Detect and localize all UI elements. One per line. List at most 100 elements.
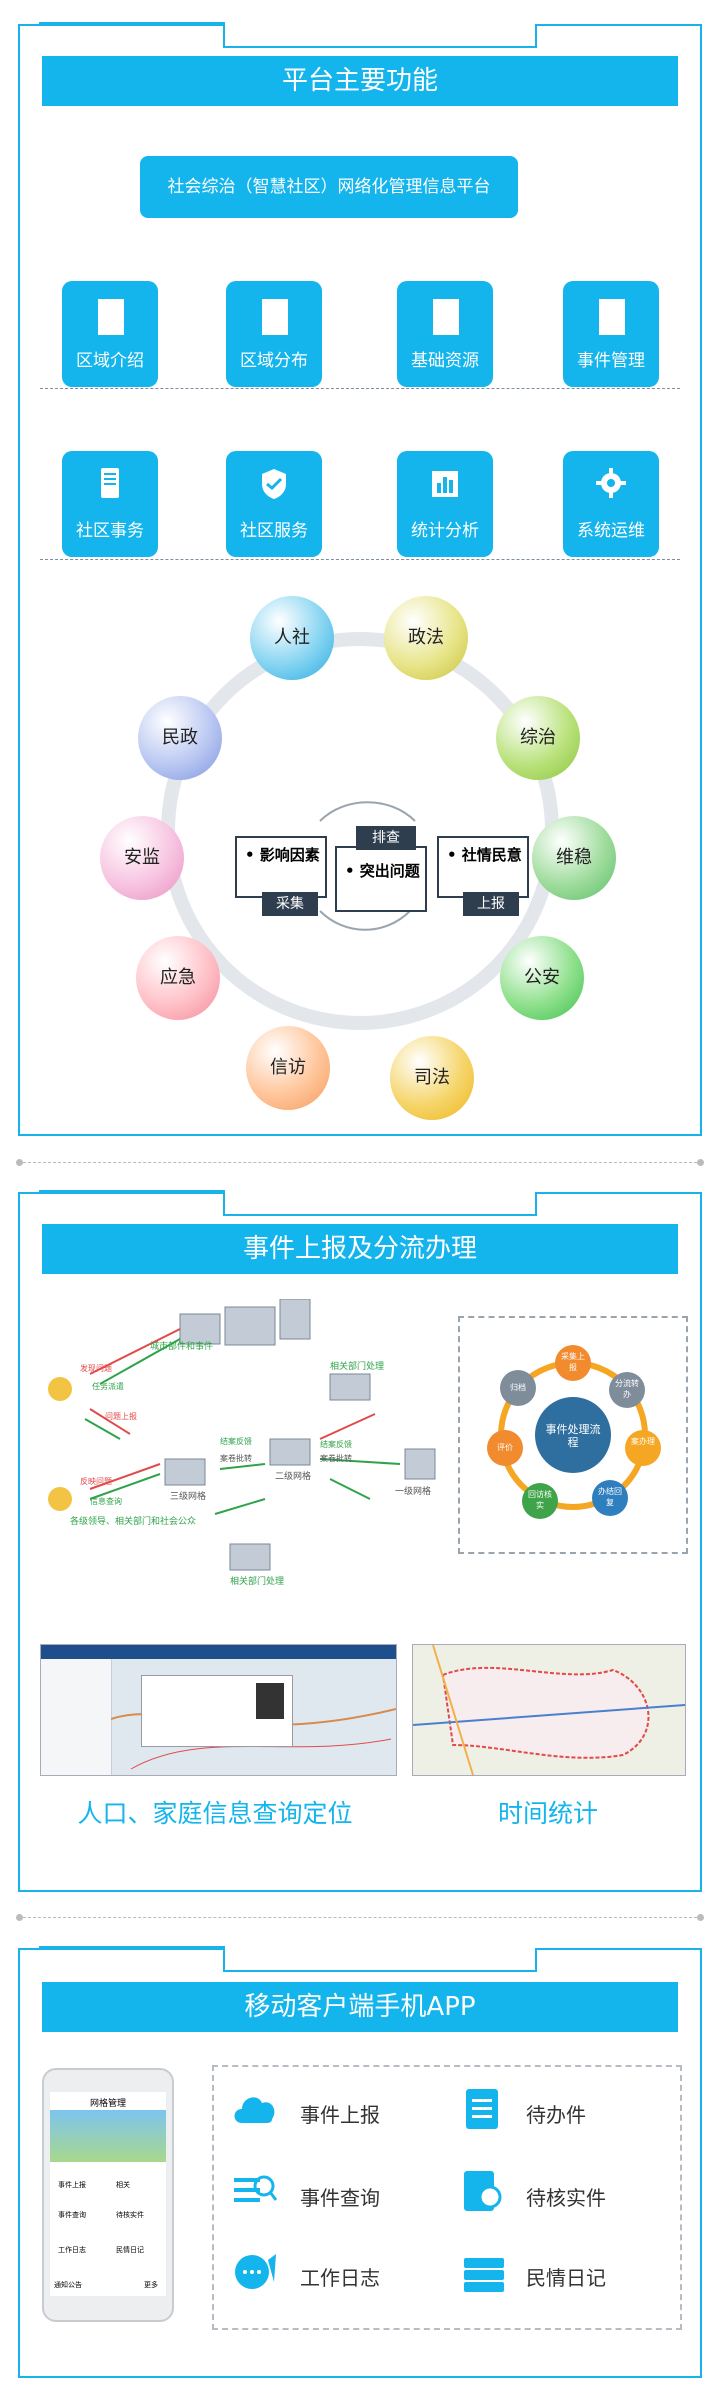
section-separator [16,1159,704,1166]
tile-event-management[interactable]: 事件管理 [563,281,659,387]
flow-label-lvl3: 三级网格 [170,1490,206,1502]
feature-diary[interactable]: 民情日记 [526,2266,606,2290]
cycle-node: 评价 [497,1443,513,1452]
phone-menu-item[interactable]: 相关 [116,2181,130,2189]
ring-node-weiwen: 维稳 [532,816,616,900]
info-query-screenshot[interactable] [40,1644,397,1776]
ring-node-sifa: 司法 [390,1036,474,1120]
caption-info-query: 人口、家庭信息查询定位 [77,1799,353,1828]
phone-footer-right[interactable]: 更多 [144,2281,158,2289]
certificate-icon [464,2171,502,2211]
factor-box-right: • 社情民意 [437,836,529,898]
flow-arrow-label: 任务派遣 [92,1381,124,1391]
phone-header: 网格管理 [89,2099,126,2109]
phone-menu-item[interactable]: 事件查询 [58,2211,86,2219]
ring-node-zhengfa: 政法 [384,596,468,680]
phone-banner-image [50,2110,166,2162]
document-icon [98,299,124,335]
document-icon [262,299,288,335]
event-report-section: 事件上报及分流办理 城市部件和事件 相关部门处理 一级网格 二级网格 三级网格 … [18,1190,702,1892]
section-title: 移动客户端手机APP [42,1982,678,2032]
flow-label-lvl2: 二级网格 [275,1470,311,1482]
ring-node-renshe: 人社 [250,596,334,680]
ring-node-gongan: 公安 [500,936,584,1020]
divider [40,559,680,560]
feature-verify[interactable]: 待核实件 [526,2186,606,2210]
time-stats-map[interactable] [412,1644,686,1776]
shield-handshake-icon [262,469,286,499]
factor-right-text: • 社情民意 [447,846,522,864]
platform-subtitle: 社会综治（智慧社区）网络化管理信息平台 [140,156,518,218]
flow-arrow-label: 反映问题 [80,1476,112,1486]
section-title: 事件上报及分流办理 [42,1224,678,1274]
bar-chart-icon [432,471,458,497]
chat-icon [235,2254,276,2289]
document-icon [599,299,625,335]
cycle-node: 采集上报 [561,1352,585,1372]
tile-system-ops[interactable]: 系统运维 [563,451,659,557]
phone-mockup: 网格管理 事件上报 相关 事件查询 待核实件 工作日志 民情日记 通知公告 更多 [42,2068,174,2322]
mobile-app-section: 移动客户端手机APP 网格管理 事件上报 相关 事件查询 待核实件 工作日志 民… [18,1946,702,2378]
feature-work-log[interactable]: 工作日志 [300,2266,380,2290]
tile-basic-resources[interactable]: 基础资源 [397,281,493,387]
books-icon [464,2258,504,2292]
ring-node-yingji: 应急 [136,936,220,1020]
flow-arrow-label: 案卷批转 [220,1453,252,1463]
flow-arrow-label: 结案反馈 [320,1439,352,1449]
feature-event-query[interactable]: 事件查询 [300,2186,380,2210]
phone-menu-item[interactable]: 事件上报 [58,2181,86,2189]
tile-area-intro[interactable]: 区域介绍 [62,281,158,387]
cycle-node: 归档 [510,1383,526,1392]
ring-node-zongzhi: 综治 [496,696,580,780]
cycle-node: 办结回复 [598,1487,622,1507]
process-cycle-box: 事件处理流程 采集上报 分流转办 案办理 办结回复 回访核实 评价 归档 [458,1316,688,1554]
factor-left-text: • 影响因素 [245,846,320,864]
search-list-icon [234,2175,278,2202]
cycle-node: 案办理 [631,1437,655,1446]
cloud-icon [234,2097,275,2123]
cycle-node: 回访核实 [528,1490,552,1510]
tag-collect: 采集 [262,892,318,916]
phone-menu-item[interactable]: 民情日记 [116,2246,144,2254]
flow-arrow-label: 问题上报 [105,1411,137,1421]
tile-community-service[interactable]: 社区服务 [226,451,322,557]
platform-functions-section: 平台主要功能 社会综治（智慧社区）网络化管理信息平台 区域介绍 区域分布 基础资… [18,22,702,1136]
gear-icon [596,468,626,498]
section-tab [39,1190,537,1216]
flow-arrow-label: 发现问题 [80,1363,112,1373]
tile-statistics[interactable]: 统计分析 [397,451,493,557]
factor-box-left: • 影响因素 [235,836,327,898]
section-tab [39,22,537,48]
feature-pending[interactable]: 待办件 [526,2103,586,2127]
section-title: 平台主要功能 [42,56,678,106]
phone-doc-icon [101,468,119,498]
flow-label-dept-bottom: 相关部门处理 [230,1575,284,1587]
section-separator [16,1914,704,1921]
list-doc-icon [466,2089,498,2129]
flow-arrow-label: 信息查询 [90,1496,122,1506]
phone-menu-item[interactable]: 工作日志 [58,2246,86,2254]
ring-node-anjian: 安监 [100,816,184,900]
factor-box-middle: • 突出问题 [335,846,427,912]
document-icon [433,299,459,335]
ring-node-xinfang: 信访 [246,1026,330,1110]
factor-middle-text: • 突出问题 [345,862,420,880]
flow-label-lvl1: 一级网格 [395,1485,431,1497]
ring-node-minzheng: 民政 [138,696,222,780]
flow-diagram: 城市部件和事件 相关部门处理 一级网格 二级网格 三级网格 相关部门处理 各级领… [48,1299,436,1587]
tag-report: 上报 [463,892,519,916]
feature-event-report[interactable]: 事件上报 [300,2103,380,2127]
flow-label-city: 城市部件和事件 [150,1340,213,1352]
caption-time-stats: 时间统计 [497,1799,598,1828]
tile-area-distribution[interactable]: 区域分布 [226,281,322,387]
phone-menu-item[interactable]: 待核实件 [116,2211,144,2219]
cycle-arrows [319,801,416,931]
flow-arrow-label: 结案反馈 [220,1436,252,1446]
divider [40,388,680,389]
process-cycle [487,1345,661,1519]
phone-footer-left[interactable]: 通知公告 [54,2281,82,2289]
tile-community-affairs[interactable]: 社区事务 [62,451,158,557]
tag-investigate: 排查 [356,826,416,850]
cycle-center-label: 事件处理流程 [545,1423,601,1449]
section-tab [39,1946,537,1972]
